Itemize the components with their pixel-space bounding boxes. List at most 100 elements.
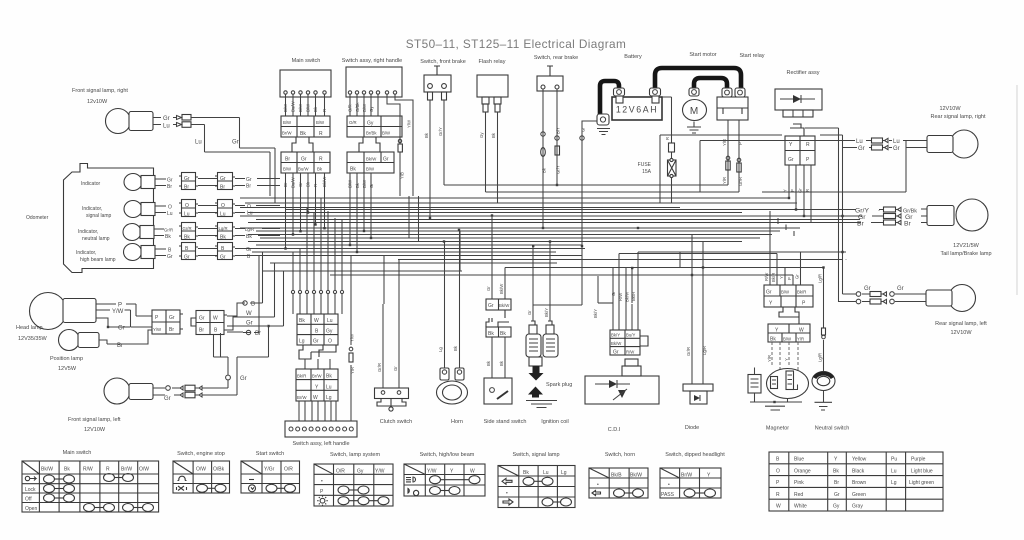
svg-text:Gy: Gy	[326, 328, 333, 334]
svg-text:12V10W: 12V10W	[939, 106, 961, 112]
svg-text:Lg: Lg	[299, 339, 305, 345]
svg-text:Brown: Brown	[852, 480, 866, 486]
svg-text:Open: Open	[25, 506, 37, 512]
svg-text:Lu: Lu	[326, 384, 332, 390]
svg-text:Clutch switch: Clutch switch	[380, 419, 412, 425]
svg-text:Bu/Y: Bu/Y	[626, 333, 635, 338]
svg-text:Lu: Lu	[184, 212, 190, 218]
svg-text:P: P	[790, 189, 795, 192]
svg-text:Diode: Diode	[685, 425, 699, 431]
svg-text:Bk/R: Bk/R	[631, 292, 636, 301]
svg-text:Lg/R: Lg/R	[818, 353, 823, 362]
svg-text:Light green: Light green	[909, 480, 934, 486]
svg-text:Gr: Gr	[301, 157, 307, 163]
svg-text:Lu: Lu	[247, 211, 253, 217]
svg-text:Gr: Gr	[240, 376, 247, 382]
svg-text:Bk: Bk	[491, 132, 496, 138]
svg-text:Start motor: Start motor	[689, 52, 716, 58]
svg-text:W: W	[246, 311, 252, 317]
svg-text:Br/W: Br/W	[681, 473, 692, 479]
svg-text:Gr: Gr	[246, 177, 252, 183]
svg-text:Lu: Lu	[327, 318, 333, 324]
svg-text:Gr: Gr	[393, 366, 398, 371]
svg-text:Gr: Gr	[220, 176, 226, 182]
svg-text:12V6AH: 12V6AH	[616, 105, 658, 115]
svg-text:Y/W: Y/W	[153, 327, 162, 332]
svg-text:Y/W: Y/W	[112, 309, 124, 315]
svg-text:Gr: Gr	[118, 326, 125, 332]
svg-text:high beam lamp: high beam lamp	[80, 257, 116, 263]
svg-text:B: B	[776, 457, 780, 463]
svg-text:Y: Y	[775, 328, 779, 334]
svg-text:Off: Off	[25, 497, 32, 503]
svg-text:Y: Y	[315, 384, 319, 390]
svg-text:Bk/R: Bk/R	[797, 290, 806, 295]
svg-text:Y/W: Y/W	[350, 333, 355, 342]
svg-text:Gr: Gr	[164, 396, 171, 402]
svg-text:Br: Br	[904, 221, 912, 228]
svg-text:Y: Y	[779, 276, 784, 279]
svg-text:Red: Red	[794, 492, 803, 498]
svg-text:Switch assy, right handle: Switch assy, right handle	[342, 58, 402, 64]
svg-text:•: •	[321, 479, 323, 485]
svg-text:Switch, high/low beam: Switch, high/low beam	[420, 452, 475, 458]
svg-text:Start relay: Start relay	[739, 53, 764, 59]
svg-text:PASS: PASS	[661, 492, 675, 498]
svg-text:C.D.I: C.D.I	[608, 427, 621, 433]
svg-text:Bk: Bk	[488, 331, 494, 337]
svg-text:B: B	[247, 254, 251, 260]
svg-text:Gr: Gr	[864, 286, 871, 292]
svg-text:Pink: Pink	[794, 480, 804, 486]
svg-text:B: B	[315, 328, 319, 334]
svg-text:Y/W: Y/W	[375, 469, 385, 475]
svg-text:Br: Br	[834, 480, 839, 486]
svg-text:Yellow: Yellow	[852, 457, 867, 463]
svg-text:R: R	[665, 137, 670, 140]
svg-text:12V10W: 12V10W	[84, 427, 106, 433]
svg-text:P: P	[738, 142, 743, 145]
svg-text:12V10W: 12V10W	[950, 330, 972, 336]
svg-text:FUSE: FUSE	[638, 162, 652, 168]
svg-text:R: R	[776, 492, 780, 498]
svg-text:O: O	[221, 203, 225, 209]
svg-text:Gr: Gr	[167, 178, 173, 184]
svg-text:Indicator,: Indicator,	[76, 250, 96, 256]
svg-text:Lg: Lg	[561, 470, 567, 476]
svg-text:B/W: B/W	[781, 290, 790, 295]
svg-text:Side stand switch: Side stand switch	[484, 419, 527, 425]
svg-text:Flash relay: Flash relay	[479, 59, 506, 65]
svg-text:Gr: Gr	[163, 116, 170, 122]
svg-text:O/R: O/R	[336, 469, 345, 475]
svg-text:Gr: Gr	[766, 290, 772, 296]
svg-text:Gr: Gr	[788, 157, 794, 163]
svg-text:Gy: Gy	[479, 132, 484, 138]
svg-text:Y/R: Y/R	[722, 139, 727, 146]
svg-text:Gr: Gr	[905, 214, 913, 221]
svg-text:O/W: O/W	[139, 467, 149, 473]
svg-text:Gy: Gy	[369, 106, 374, 112]
svg-text:Y/R: Y/R	[797, 337, 804, 342]
svg-text:12v10W: 12v10W	[87, 99, 108, 105]
svg-text:P: P	[155, 315, 159, 321]
svg-text:B/W: B/W	[283, 103, 288, 112]
svg-text:Gr: Gr	[298, 182, 303, 187]
svg-text:Black: Black	[852, 468, 865, 474]
svg-text:Bk: Bk	[350, 167, 356, 173]
svg-text:Gr: Gr	[527, 310, 532, 315]
svg-text:B: B	[214, 328, 218, 334]
svg-text:Orange: Orange	[794, 468, 811, 474]
svg-text:Gr: Gr	[897, 286, 904, 292]
svg-text:Gr: Gr	[858, 214, 866, 221]
svg-text:Gr: Gr	[383, 157, 389, 163]
svg-text:O/Bk: O/Bk	[355, 102, 360, 112]
svg-text:Gr: Gr	[184, 176, 190, 182]
svg-text:Lu: Lu	[195, 140, 202, 146]
svg-text:Bk: Bk	[246, 234, 252, 240]
svg-text:W: W	[799, 328, 804, 334]
svg-text:Position lamp: Position lamp	[50, 356, 83, 362]
svg-text:Lu: Lu	[163, 124, 170, 130]
svg-text:W: W	[470, 469, 475, 475]
svg-text:Purple: Purple	[911, 457, 926, 463]
svg-text:Bk/Y: Bk/Y	[593, 309, 598, 318]
svg-text:B/W: B/W	[783, 337, 792, 342]
